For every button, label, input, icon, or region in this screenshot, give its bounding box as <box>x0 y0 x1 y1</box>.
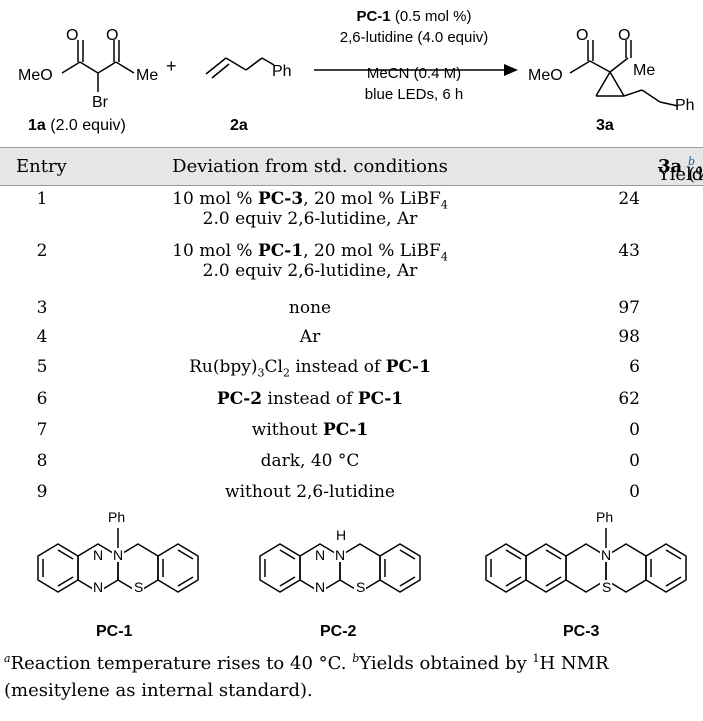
footnote-a-mark: a <box>4 652 11 665</box>
pc2-n-substituent: H <box>336 527 346 543</box>
svg-text:S: S <box>602 579 611 595</box>
scheme-drawing: O O MeO Me Br 1a (2.0 equiv) + Ph 2a O O… <box>18 27 695 134</box>
entry-number: 7 <box>36 420 48 440</box>
header-deviation: Deviation from std. conditions <box>172 156 448 177</box>
deviation-cell: without 2,6-lutidine <box>225 482 395 502</box>
entry-number: 1 <box>36 189 48 209</box>
reactant1-ester: MeO <box>18 67 53 84</box>
entry-number: 4 <box>36 327 48 347</box>
reactant1-o1: O <box>66 27 78 44</box>
product-substituent: Ph <box>675 97 695 114</box>
reaction-conditions-above: PC-1 (0.5 mol %) 2,6-lutidine (4.0 equiv… <box>314 6 514 48</box>
deviation-cell: dark, 40 °C <box>260 451 360 471</box>
svg-text:N: N <box>315 547 325 563</box>
svg-text:N: N <box>601 547 611 563</box>
pc1-n-substituent: Ph <box>108 509 125 525</box>
entry-number: 8 <box>36 451 48 471</box>
yield-value: 43 <box>618 241 640 261</box>
yield-value: 0 <box>629 451 640 471</box>
yield-value: 62 <box>618 389 640 409</box>
svg-text:N: N <box>315 579 325 595</box>
deviation-cell: Ru(bpy)3Cl2 instead of PC-1 <box>189 357 431 380</box>
product-o2: O <box>618 27 630 44</box>
yield-value: 98 <box>618 327 640 347</box>
catalyst-name: PC-1 <box>356 8 391 25</box>
solvent-condition: MeCN (0.4 M) <box>366 65 462 82</box>
footnote-b-text: H NMR (mesitylene as internal standard). <box>4 653 609 701</box>
reactant1-o2: O <box>106 27 118 44</box>
reaction-scheme: O O MeO Me Br 1a (2.0 equiv) + Ph 2a O O… <box>0 0 703 150</box>
deviation-cell: without PC-1 <box>251 420 369 440</box>
yield-value: 97 <box>618 298 640 318</box>
footnote-b-mark: b <box>352 652 360 665</box>
product-label: 3a <box>596 117 614 134</box>
yield-value: 6 <box>629 357 640 377</box>
base-condition: 2,6-lutidine (4.0 equiv) <box>339 29 489 46</box>
reactant1-ketone: Me <box>136 67 158 84</box>
yield-value: 0 <box>629 420 640 440</box>
footnote-a-text: Reaction temperature rises to 40 °C. <box>10 653 347 674</box>
svg-text:N: N <box>113 547 123 563</box>
catalyst-loading: (0.5 mol %) <box>394 8 472 25</box>
entry-number: 5 <box>36 357 48 377</box>
svg-text:N: N <box>93 547 103 563</box>
reactant1-label: 1a <box>28 117 46 134</box>
pc2-label: PC-2 <box>320 623 357 640</box>
header-yield: Yield of 3a (%)b <box>658 155 703 185</box>
deviation-cell: none <box>288 298 332 318</box>
reactant1-equiv: (2.0 equiv) <box>50 117 126 134</box>
svg-text:S: S <box>134 579 143 595</box>
yield-value: 0 <box>629 482 640 502</box>
table-footnote: aReaction temperature rises to 40 °C. bY… <box>4 652 609 701</box>
entry-number: 6 <box>36 389 48 409</box>
plus-sign: + <box>166 56 177 76</box>
light-condition: blue LEDs, 6 h <box>364 86 464 103</box>
pc3-label: PC-3 <box>563 623 600 640</box>
reaction-conditions-below: MeCN (0.4 M) blue LEDs, 6 h <box>314 63 514 105</box>
pc1-label: PC-1 <box>96 623 133 640</box>
svg-text:S: S <box>356 579 365 595</box>
deviation-cell: PC-2 instead of PC-1 <box>216 389 404 409</box>
entry-number: 3 <box>36 298 48 318</box>
product-o1: O <box>576 27 588 44</box>
svg-text:N: N <box>335 547 345 563</box>
svg-text:N: N <box>93 579 103 595</box>
reactant2-label: 2a <box>230 117 248 134</box>
pc3-n-substituent: Ph <box>596 509 613 525</box>
header-entry: Entry <box>16 156 67 177</box>
catalyst-drawings: N N N S Ph N N N S H N S Ph PC-1 PC-2 PC… <box>37 509 687 640</box>
yield-value: 24 <box>618 189 640 209</box>
reactant1-halide: Br <box>92 94 109 111</box>
product-ester: MeO <box>528 67 563 84</box>
product-ketone: Me <box>633 62 655 79</box>
svg-text:1a (2.0 equiv): 1a (2.0 equiv) <box>28 117 126 134</box>
entry-number: 2 <box>36 241 48 261</box>
entry-number: 9 <box>36 482 48 502</box>
reactant2-substituent: Ph <box>272 63 292 80</box>
table-header: Entry Deviation from std. conditions Yie… <box>0 147 703 186</box>
arrow-head-icon <box>504 64 518 76</box>
deviation-cell: Ar <box>299 327 321 347</box>
catalyst-structures: N N N S Ph N N N S H N S Ph PC-1 PC-2 PC… <box>0 500 703 650</box>
